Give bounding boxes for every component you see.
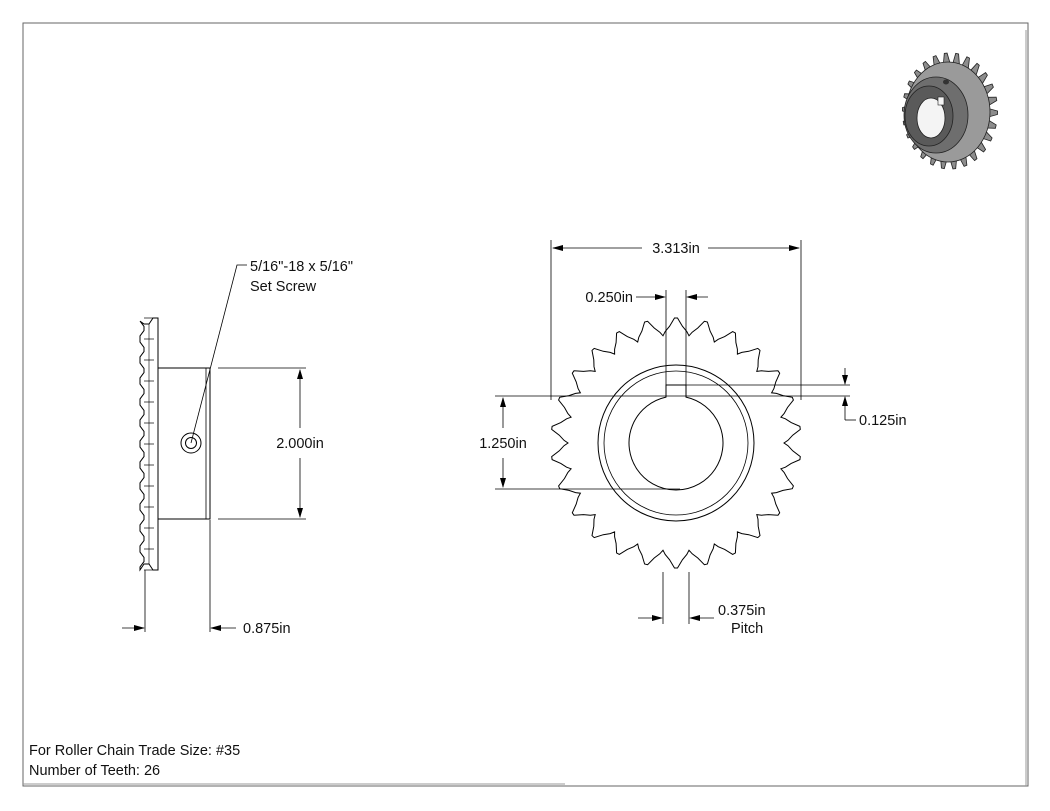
set-screw-note-line1: 5/16"-18 x 5/16" <box>250 259 353 275</box>
overall-length-label: 0.875in <box>243 621 291 637</box>
hub-diameter-dimension: 2.000in <box>218 367 324 520</box>
keyway-width-label: 0.250in <box>585 290 633 306</box>
side-view-tooth-lines <box>144 317 154 571</box>
pitch-caption-label: Pitch <box>731 621 763 637</box>
side-view: 2.000in 0.875in 5/16"-18 x 5/16" Set Scr… <box>122 259 353 637</box>
bore-diameter-label: 1.250in <box>479 436 527 452</box>
front-view-hub-circle <box>597 364 755 522</box>
pitch-value-label: 0.375in <box>718 603 766 619</box>
side-view-hub <box>157 367 211 520</box>
set-screw-icon <box>180 432 202 454</box>
teeth-count-note: Number of Teeth: 26 <box>29 763 160 779</box>
front-view: 3.313in 0.250in 0.125in <box>479 240 907 637</box>
front-view-hub-inner-circle <box>603 370 749 516</box>
keyway-width-dimension: 0.250in <box>585 290 708 388</box>
hub-diameter-label: 2.000in <box>276 436 324 452</box>
overall-length-dimension: 0.875in <box>122 520 291 637</box>
keyway-depth-dimension: 0.125in <box>556 368 907 429</box>
outer-diameter-dimension: 3.313in <box>550 240 802 400</box>
bore-diameter-dimension: 1.250in <box>479 395 680 490</box>
keyway-depth-label: 0.125in <box>859 413 907 429</box>
trade-size-note: For Roller Chain Trade Size: #35 <box>29 743 240 759</box>
pitch-dimension: 0.375in Pitch <box>638 572 766 637</box>
set-screw-note-line2: Set Screw <box>250 279 317 295</box>
outer-diameter-label: 3.313in <box>652 241 700 257</box>
front-view-bore-keyway <box>628 384 724 491</box>
set-screw-leader: 5/16"-18 x 5/16" Set Screw <box>190 259 353 444</box>
sheet-border <box>22 22 1029 787</box>
side-view-plate <box>139 317 159 572</box>
sprocket-isometric-icon <box>901 52 999 170</box>
front-view-gear-outline <box>551 317 801 569</box>
